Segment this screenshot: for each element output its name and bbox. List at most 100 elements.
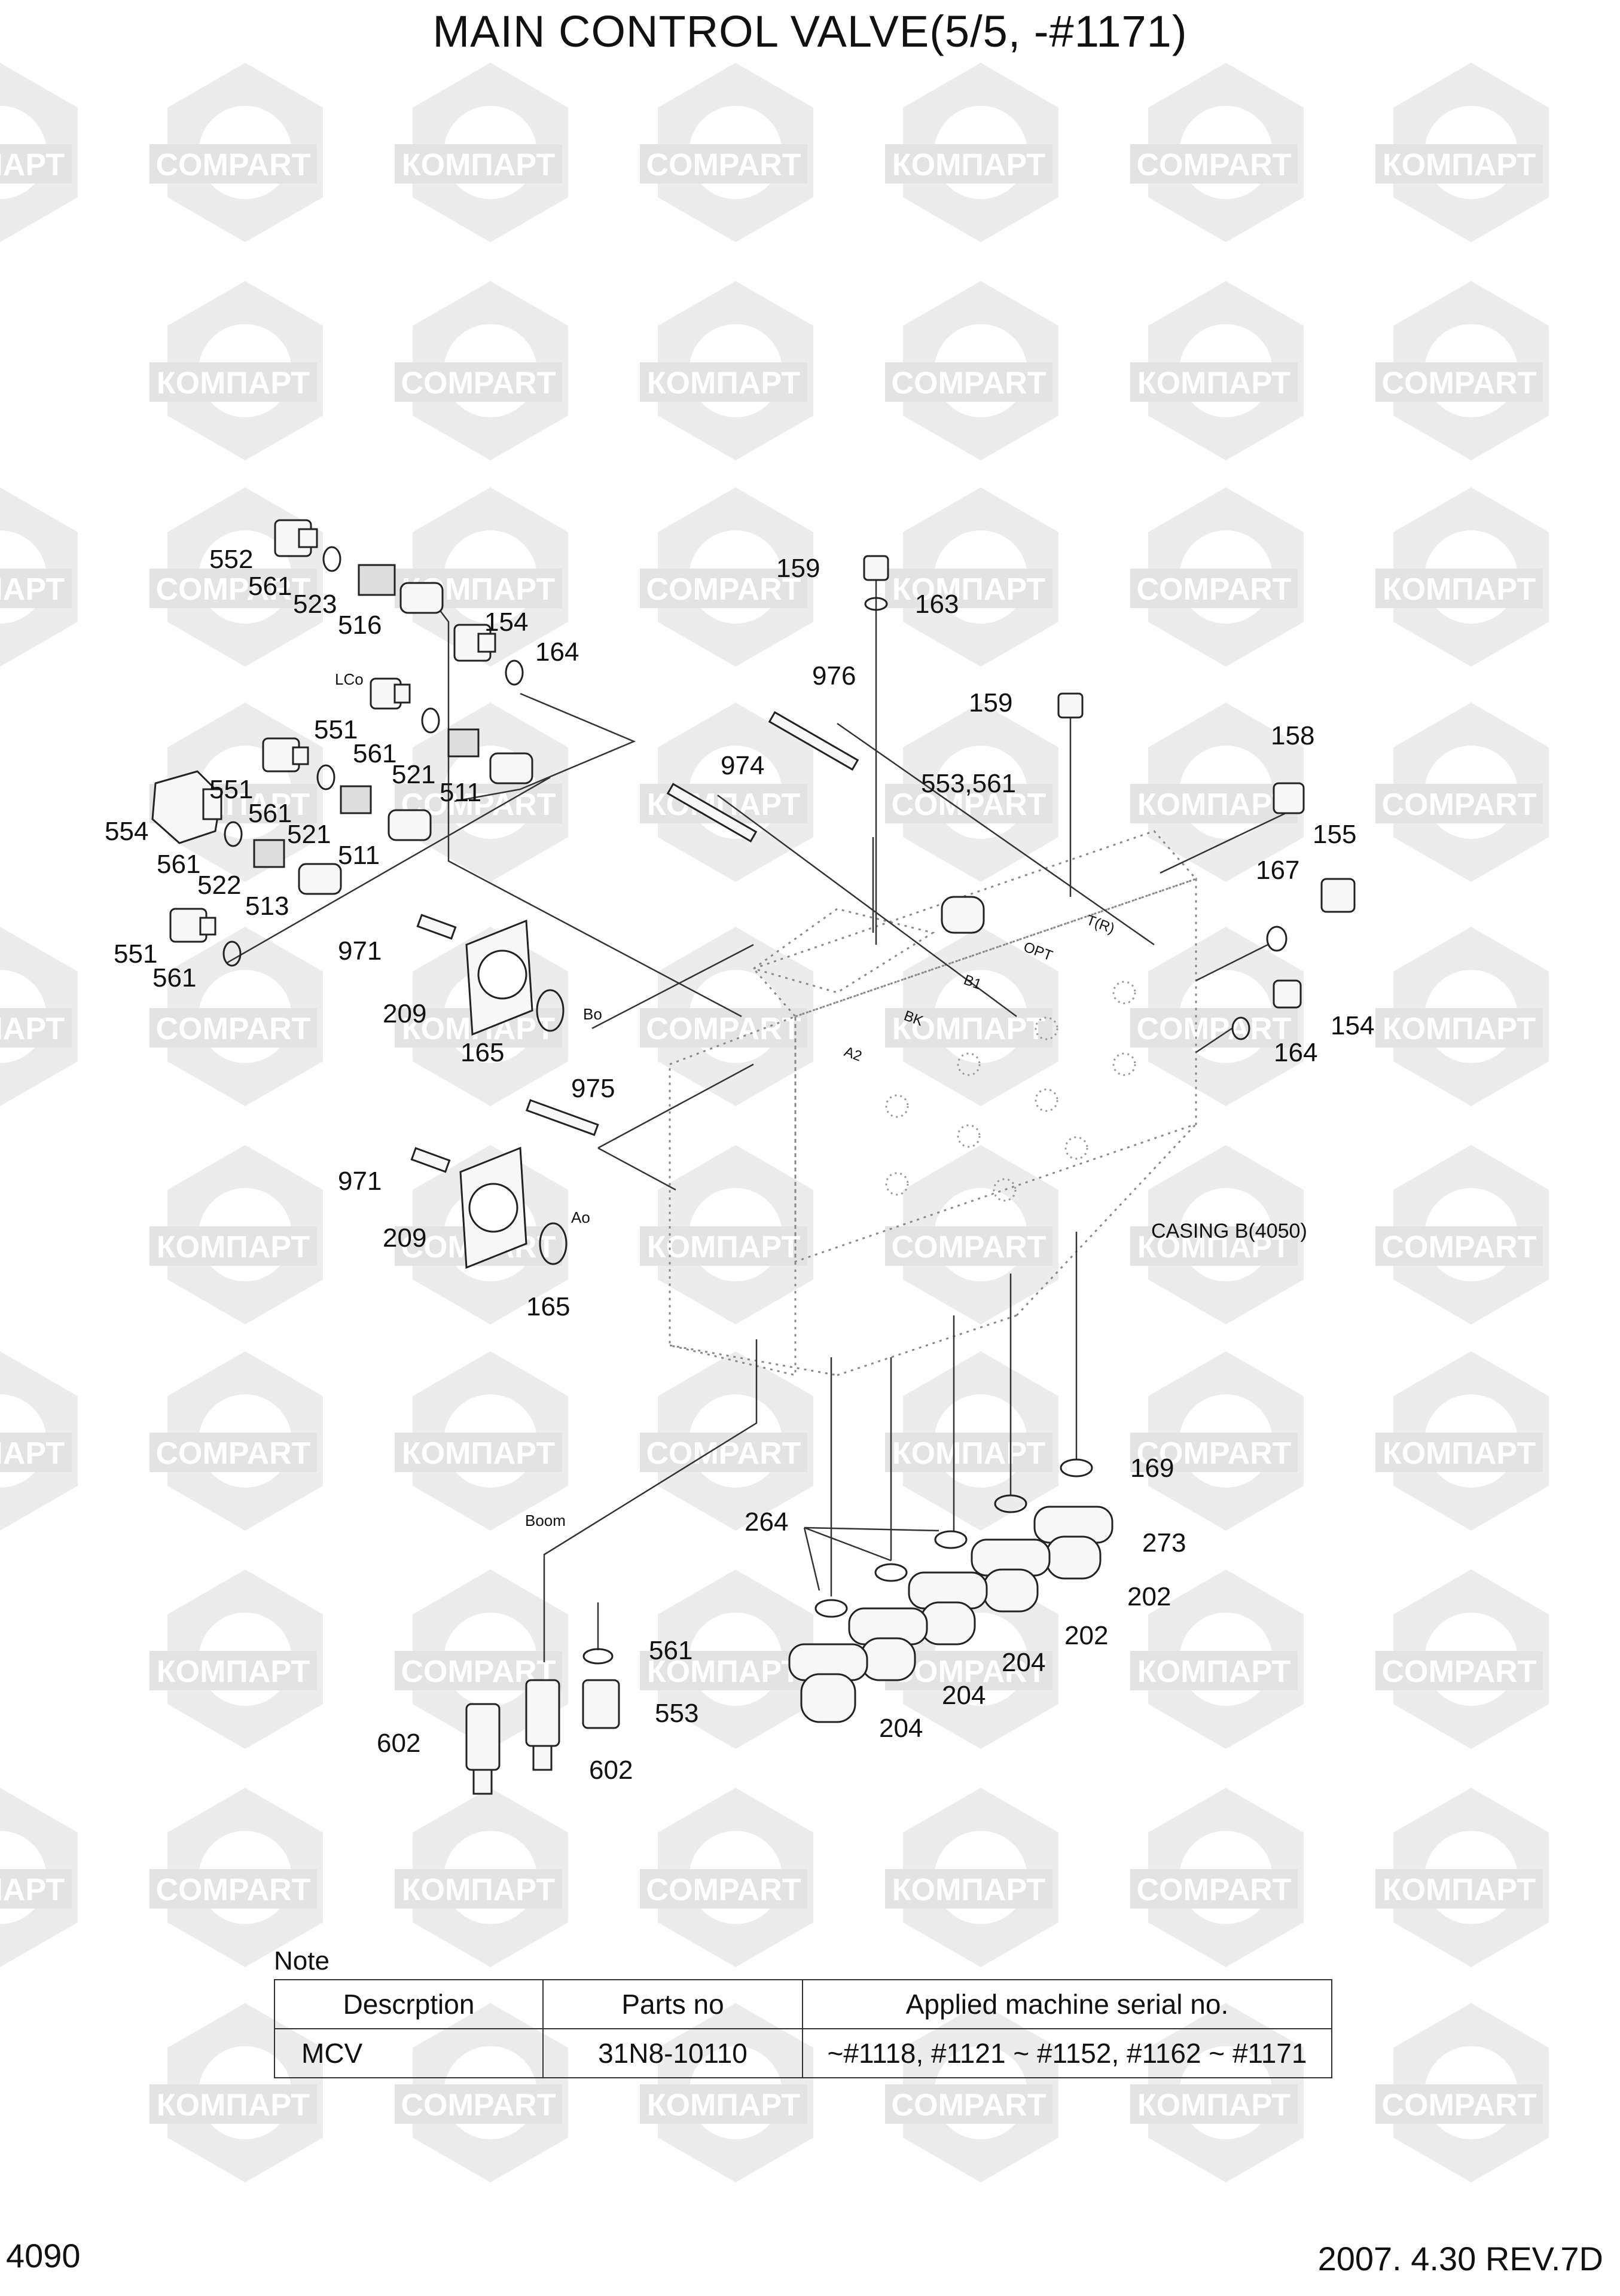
watermark-text: COMPART	[401, 366, 556, 401]
watermark-text: КОМПАРТ	[1383, 1873, 1536, 1907]
watermark-text: COMPART	[646, 148, 801, 182]
watermark-band	[1375, 1226, 1543, 1266]
watermark-text: КОМПАРТ	[0, 572, 65, 607]
watermark-band	[150, 569, 317, 608]
watermark-band	[150, 144, 317, 184]
watermark-text: КОМПАРТ	[892, 148, 1045, 182]
callout-165a: 165	[460, 1038, 504, 1067]
watermark-band	[885, 362, 1052, 402]
watermark-text: COMPART	[155, 148, 310, 182]
watermark-band	[640, 1433, 807, 1472]
watermark-text: КОМПАРТ	[1137, 787, 1290, 822]
watermark-text: COMPART	[1136, 1436, 1291, 1471]
watermark-text: КОМПАРТ	[402, 1436, 555, 1471]
cover-204c	[788, 1643, 868, 1723]
bolt-971a	[416, 914, 457, 940]
oring-264d	[814, 1599, 848, 1618]
plug-154	[453, 624, 496, 662]
watermark-band	[150, 362, 317, 402]
watermark-band	[0, 1433, 72, 1472]
watermark-text: COMPART	[1381, 2088, 1536, 2123]
parts	[151, 519, 1356, 1795]
header-parts-no: Parts no	[542, 1979, 803, 2029]
callout-513: 513	[245, 891, 289, 921]
watermark-band	[640, 569, 807, 608]
watermark-text: COMPART	[1136, 148, 1291, 182]
watermark-text: COMPART	[646, 572, 801, 607]
plug-158	[1273, 782, 1305, 814]
watermark-text: КОМПАРТ	[647, 366, 800, 401]
watermark-text: COMPART	[891, 1230, 1046, 1265]
flange-209a	[465, 919, 533, 1036]
bolt-975	[525, 1099, 599, 1136]
oring-264a	[994, 1494, 1027, 1513]
plug-551c	[169, 908, 216, 943]
callout-169: 169	[1130, 1454, 1174, 1483]
plug-lco	[370, 677, 411, 710]
spring-521b	[340, 785, 372, 814]
callout-561f: 561	[649, 1636, 692, 1665]
callout-164b: 164	[1274, 1038, 1317, 1067]
watermark-band	[150, 1869, 317, 1909]
watermark-text: КОМПАРТ	[0, 1436, 65, 1471]
watermark-text: КОМПАРТ	[892, 1873, 1045, 1907]
watermark-text: COMPART	[1381, 1230, 1536, 1265]
oring-561b	[421, 707, 440, 734]
sensor-602a	[465, 1703, 501, 1795]
callout-522: 522	[197, 871, 241, 900]
callout-561c: 561	[248, 799, 292, 828]
port-a2: A2	[842, 1043, 864, 1064]
watermark-band	[1375, 144, 1543, 184]
callout-159a: 159	[776, 554, 820, 583]
callout-158: 158	[1271, 721, 1314, 750]
casing-block	[669, 830, 1198, 1376]
watermark-band	[150, 1651, 317, 1690]
callout-511: 511	[440, 778, 481, 807]
callout-561: 561	[248, 572, 292, 601]
plug-159a	[863, 555, 889, 581]
callout-971b: 971	[338, 1167, 382, 1196]
plug-551	[262, 737, 309, 773]
casing-ports	[885, 981, 1136, 1202]
watermark-text: КОМПАРТ	[892, 572, 1045, 607]
watermark-band	[1375, 1651, 1543, 1690]
watermark-band	[1375, 784, 1543, 823]
switch-553	[582, 1679, 620, 1729]
callout-976: 976	[812, 661, 856, 691]
poppet-516	[399, 582, 444, 614]
callout-164: 164	[535, 637, 579, 667]
watermark-band	[1130, 1869, 1298, 1909]
callout-511b: 511	[338, 841, 380, 870]
watermark-text: COMPART	[646, 1873, 801, 1907]
watermark-band	[1375, 362, 1543, 402]
callout-167: 167	[1256, 856, 1299, 885]
watermark-band	[885, 144, 1052, 184]
poppet-511	[489, 752, 533, 784]
watermark-band	[640, 1869, 807, 1909]
watermark-text: КОМПАРТ	[402, 1873, 555, 1907]
watermark-band	[1130, 1651, 1298, 1690]
oring-561	[322, 546, 341, 572]
revision-date: 2007. 4.30 REV.7D	[1317, 2240, 1603, 2277]
watermark-band	[1130, 1433, 1298, 1472]
watermark-band	[0, 144, 72, 184]
oring-264c	[874, 1563, 908, 1582]
callout-209b: 209	[383, 1223, 426, 1253]
watermark-text: COMPART	[891, 787, 1046, 822]
callout-553-561: 553,561	[921, 769, 1016, 798]
watermark-text: COMPART	[155, 1873, 310, 1907]
watermark-text: КОМПАРТ	[647, 2088, 800, 2123]
watermark-text: КОМПАРТ	[647, 1230, 800, 1265]
callout-159b: 159	[969, 688, 1012, 718]
watermark-text: COMPART	[1136, 572, 1291, 607]
callout-264: 264	[745, 1507, 788, 1537]
callout-521b: 521	[287, 820, 331, 849]
callout-204c: 204	[879, 1714, 923, 1743]
watermark-band	[0, 1869, 72, 1909]
callout-602a: 602	[377, 1729, 420, 1758]
callout-561d: 561	[157, 850, 200, 879]
callout-155: 155	[1313, 820, 1356, 849]
watermark-band	[150, 2084, 317, 2124]
sensor-602b	[525, 1679, 560, 1771]
